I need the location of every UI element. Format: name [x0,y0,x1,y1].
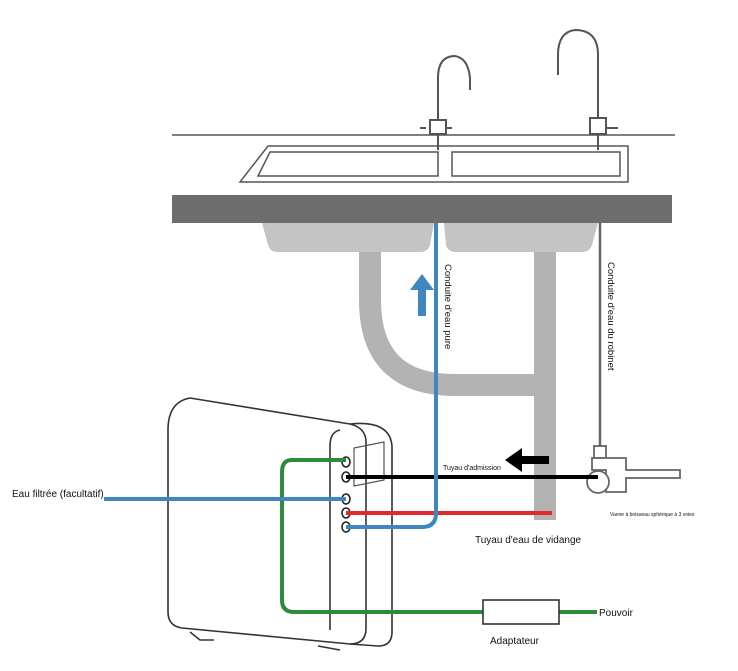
power-label: Pouvoir [599,608,634,619]
adapter-label: Adaptateur [490,636,540,647]
inlet-flow-arrow [505,448,549,472]
adapter-box [482,599,560,625]
pure-water-pipe [346,223,438,529]
countertop [172,195,672,223]
drain-pipe-label: Tuyau d'eau de vidange [475,535,582,546]
power-cable [280,458,483,614]
filter-control-panel [353,441,385,487]
three-way-valve [586,445,681,494]
pure-water-line-label: Conduite d'eau pure [442,264,453,349]
filtered-water-label: Eau filtrée (facultatif) [12,489,104,500]
filter-faucet [557,28,618,150]
valve-label: Vanne à boisseau sphérique à 3 voies [610,512,695,518]
sink-basin [238,145,629,183]
tap-water-line-label: Conduite d'eau du robinet [605,262,616,371]
inlet-pipe-label: Tuyau d'admission [443,465,501,472]
upward-flow-arrow [410,274,434,316]
main-faucet [420,54,471,150]
